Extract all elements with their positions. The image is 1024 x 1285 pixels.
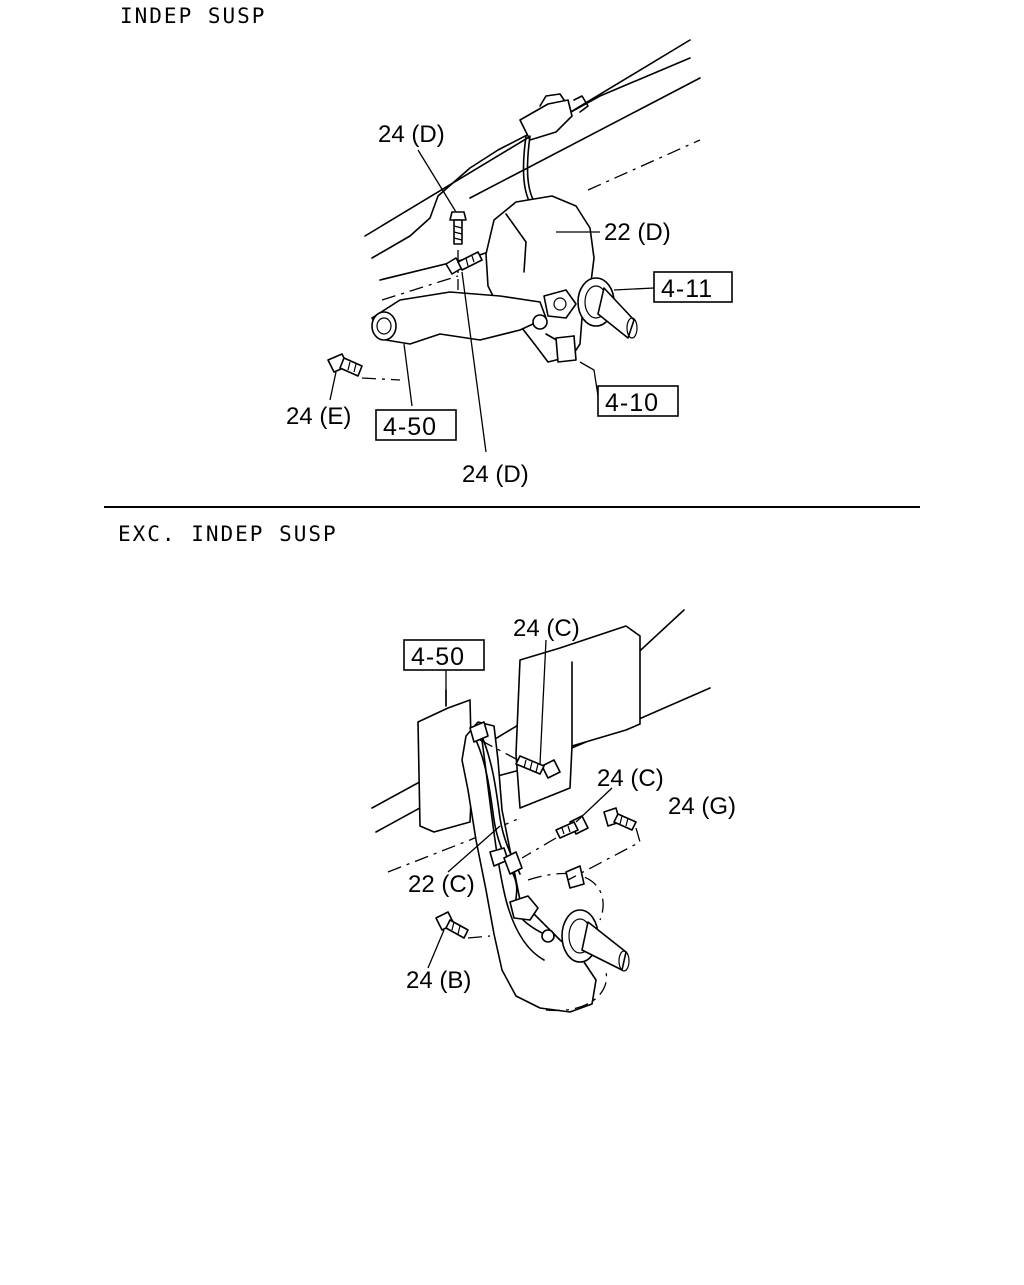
leader-24c-upper	[539, 639, 547, 765]
leader-24d-lower	[461, 271, 487, 453]
ref-box-4-11	[653, 271, 733, 303]
harness-frame-clip	[469, 721, 489, 743]
label-24b: 24 (B)	[406, 967, 471, 994]
crossmember	[515, 625, 641, 809]
sensor-bracket-tab	[539, 93, 565, 107]
leader-24c-lower	[575, 787, 613, 823]
lower-sensor-bolt-head	[541, 929, 555, 943]
knuckle-rib	[505, 213, 527, 273]
axle-knuckle-rib	[481, 739, 545, 961]
steering-knuckle	[485, 195, 595, 363]
ref-label-4-50-lower: 4-50	[411, 643, 465, 671]
sensor-bracket	[519, 99, 573, 141]
bolt-24c-upper-axis	[479, 739, 519, 761]
bolt-24d-upper	[449, 211, 467, 245]
leader-4-50	[403, 343, 413, 407]
ref-label-4-11: 4-11	[661, 275, 713, 303]
frame-hidden-edge	[381, 275, 459, 301]
label-22c: 22 (C)	[408, 871, 475, 898]
frame-rail-top	[364, 39, 691, 237]
bolt-24b-axis	[467, 935, 491, 939]
label-24d-lower: 24 (D)	[462, 461, 529, 488]
bolt-24g	[603, 807, 637, 831]
ref-box-4-10	[597, 385, 679, 417]
lower-spindle-tip	[618, 950, 630, 972]
sensor-head	[553, 297, 567, 311]
bolt-24e-axis	[361, 377, 401, 381]
bolt-24g-axis	[567, 827, 641, 881]
lower-control-arm	[371, 291, 547, 345]
frame-centerline	[587, 139, 701, 191]
ref-box-4-50-upper	[375, 409, 457, 441]
bolt-24b	[435, 911, 469, 939]
leader-24e	[329, 371, 337, 401]
label-24c-lower: 24 (C)	[597, 765, 664, 792]
bolt-24d-lower	[445, 251, 483, 275]
spindle-tip	[626, 317, 638, 339]
leader-4-11	[613, 287, 655, 291]
leader-24d-upper	[417, 149, 457, 213]
section-title-exc-indep-susp: EXC. INDEP SUSP	[118, 522, 338, 546]
knuckle-hidden-line-2	[545, 971, 608, 1012]
lower-assembly-drawing: 24 (C) 24 (C) 24 (G) 22 (C) 24 (B) 4-50	[371, 609, 736, 1013]
label-24e: 24 (E)	[286, 403, 351, 430]
leader-24b	[427, 929, 445, 969]
ref-box-4-50-lower	[403, 639, 485, 671]
spindle	[597, 287, 635, 339]
label-24d-upper: 24 (D)	[378, 121, 445, 148]
harness-clip	[503, 851, 523, 875]
wheel-speed-sensor	[543, 289, 577, 319]
bolt-24c-lower-axis	[521, 837, 557, 859]
label-24c-upper: 24 (C)	[513, 615, 580, 642]
label-22d: 22 (D)	[604, 219, 671, 246]
label-24g: 24 (G)	[668, 793, 736, 820]
bolt-24c-lower	[555, 815, 589, 839]
bolt-24c-upper	[515, 755, 561, 779]
ref-label-4-10: 4-10	[605, 389, 659, 417]
leader-22c	[447, 825, 501, 873]
knuckle-hidden-line	[527, 872, 604, 921]
ref-label-4-50-upper: 4-50	[383, 413, 437, 441]
section-title-indep-susp: INDEP SUSP	[120, 4, 267, 28]
upper-assembly-drawing: 24 (D) 22 (D) 24 (E) 24 (D) 4-11 4-10 4-…	[286, 39, 733, 488]
lower-arm-bushing	[371, 311, 397, 341]
axle-knuckle-arm	[461, 721, 597, 1013]
sensor-bracket-clip	[573, 95, 589, 113]
lower-wheel-speed-sensor	[509, 895, 539, 921]
knuckle-mount-tab	[555, 335, 577, 363]
lower-arm-bushing-inner	[376, 317, 392, 335]
bolt-24e	[327, 353, 363, 377]
leader-4-10	[579, 361, 599, 397]
ball-joint	[532, 314, 548, 330]
frame-rail-lower	[469, 77, 701, 199]
